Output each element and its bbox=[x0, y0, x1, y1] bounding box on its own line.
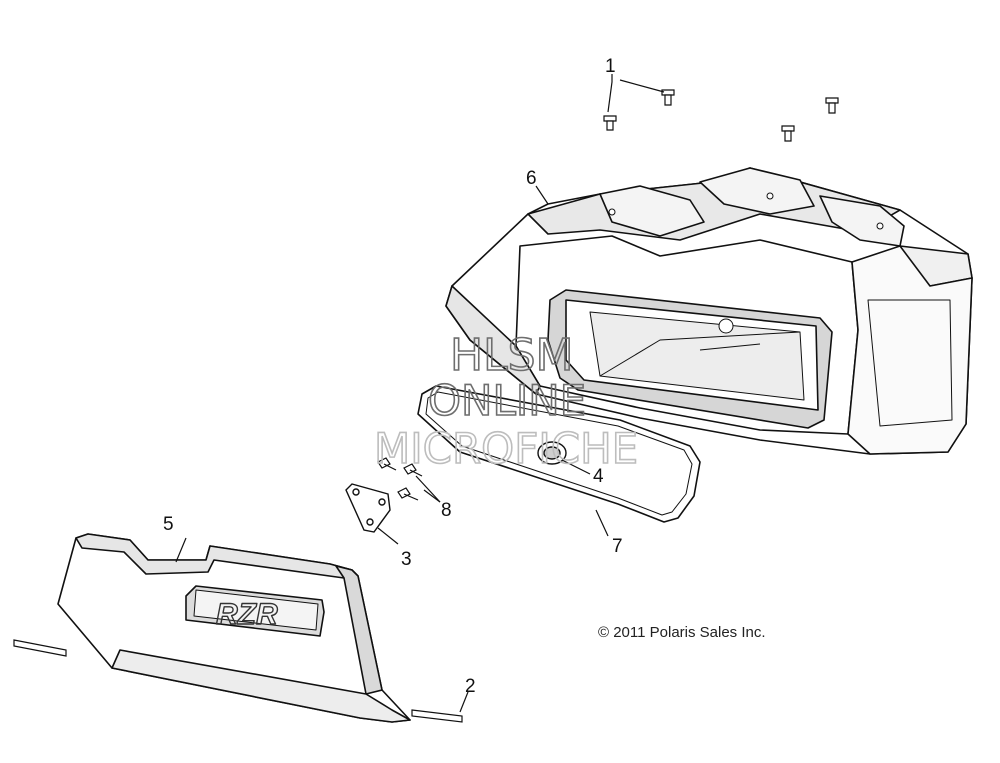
part-6-storage-box bbox=[445, 167, 973, 455]
part-4-grommet bbox=[537, 441, 567, 465]
callout-4: 4 bbox=[593, 466, 604, 487]
callout-labels: 1 2 3 4 5 6 7 8 bbox=[163, 56, 623, 697]
callout-5: 5 bbox=[163, 514, 174, 535]
watermark-line-1: HLSM bbox=[450, 330, 574, 381]
callout-6: 6 bbox=[526, 168, 537, 189]
part-1-screws bbox=[603, 89, 839, 142]
rzr-logo: RZR bbox=[216, 598, 278, 631]
copyright-notice: © 2011 Polaris Sales Inc. bbox=[598, 624, 766, 641]
part-7-seal bbox=[417, 385, 701, 523]
part-2-pins bbox=[13, 639, 463, 723]
leader-lines bbox=[175, 74, 665, 713]
watermark-line-2: ONLINE bbox=[428, 376, 586, 425]
watermark: HLSM ONLINE MICROFICHE bbox=[373, 329, 639, 474]
part-8-screws bbox=[377, 457, 423, 501]
part-5-door: RZR bbox=[57, 533, 411, 723]
callout-8: 8 bbox=[441, 500, 452, 521]
callout-3: 3 bbox=[401, 549, 412, 570]
watermark-line-3: MICROFICHE bbox=[374, 424, 638, 473]
part-3-bracket bbox=[345, 483, 391, 533]
callout-2: 2 bbox=[465, 676, 476, 697]
callout-1: 1 bbox=[605, 56, 616, 77]
callout-7: 7 bbox=[612, 536, 623, 557]
